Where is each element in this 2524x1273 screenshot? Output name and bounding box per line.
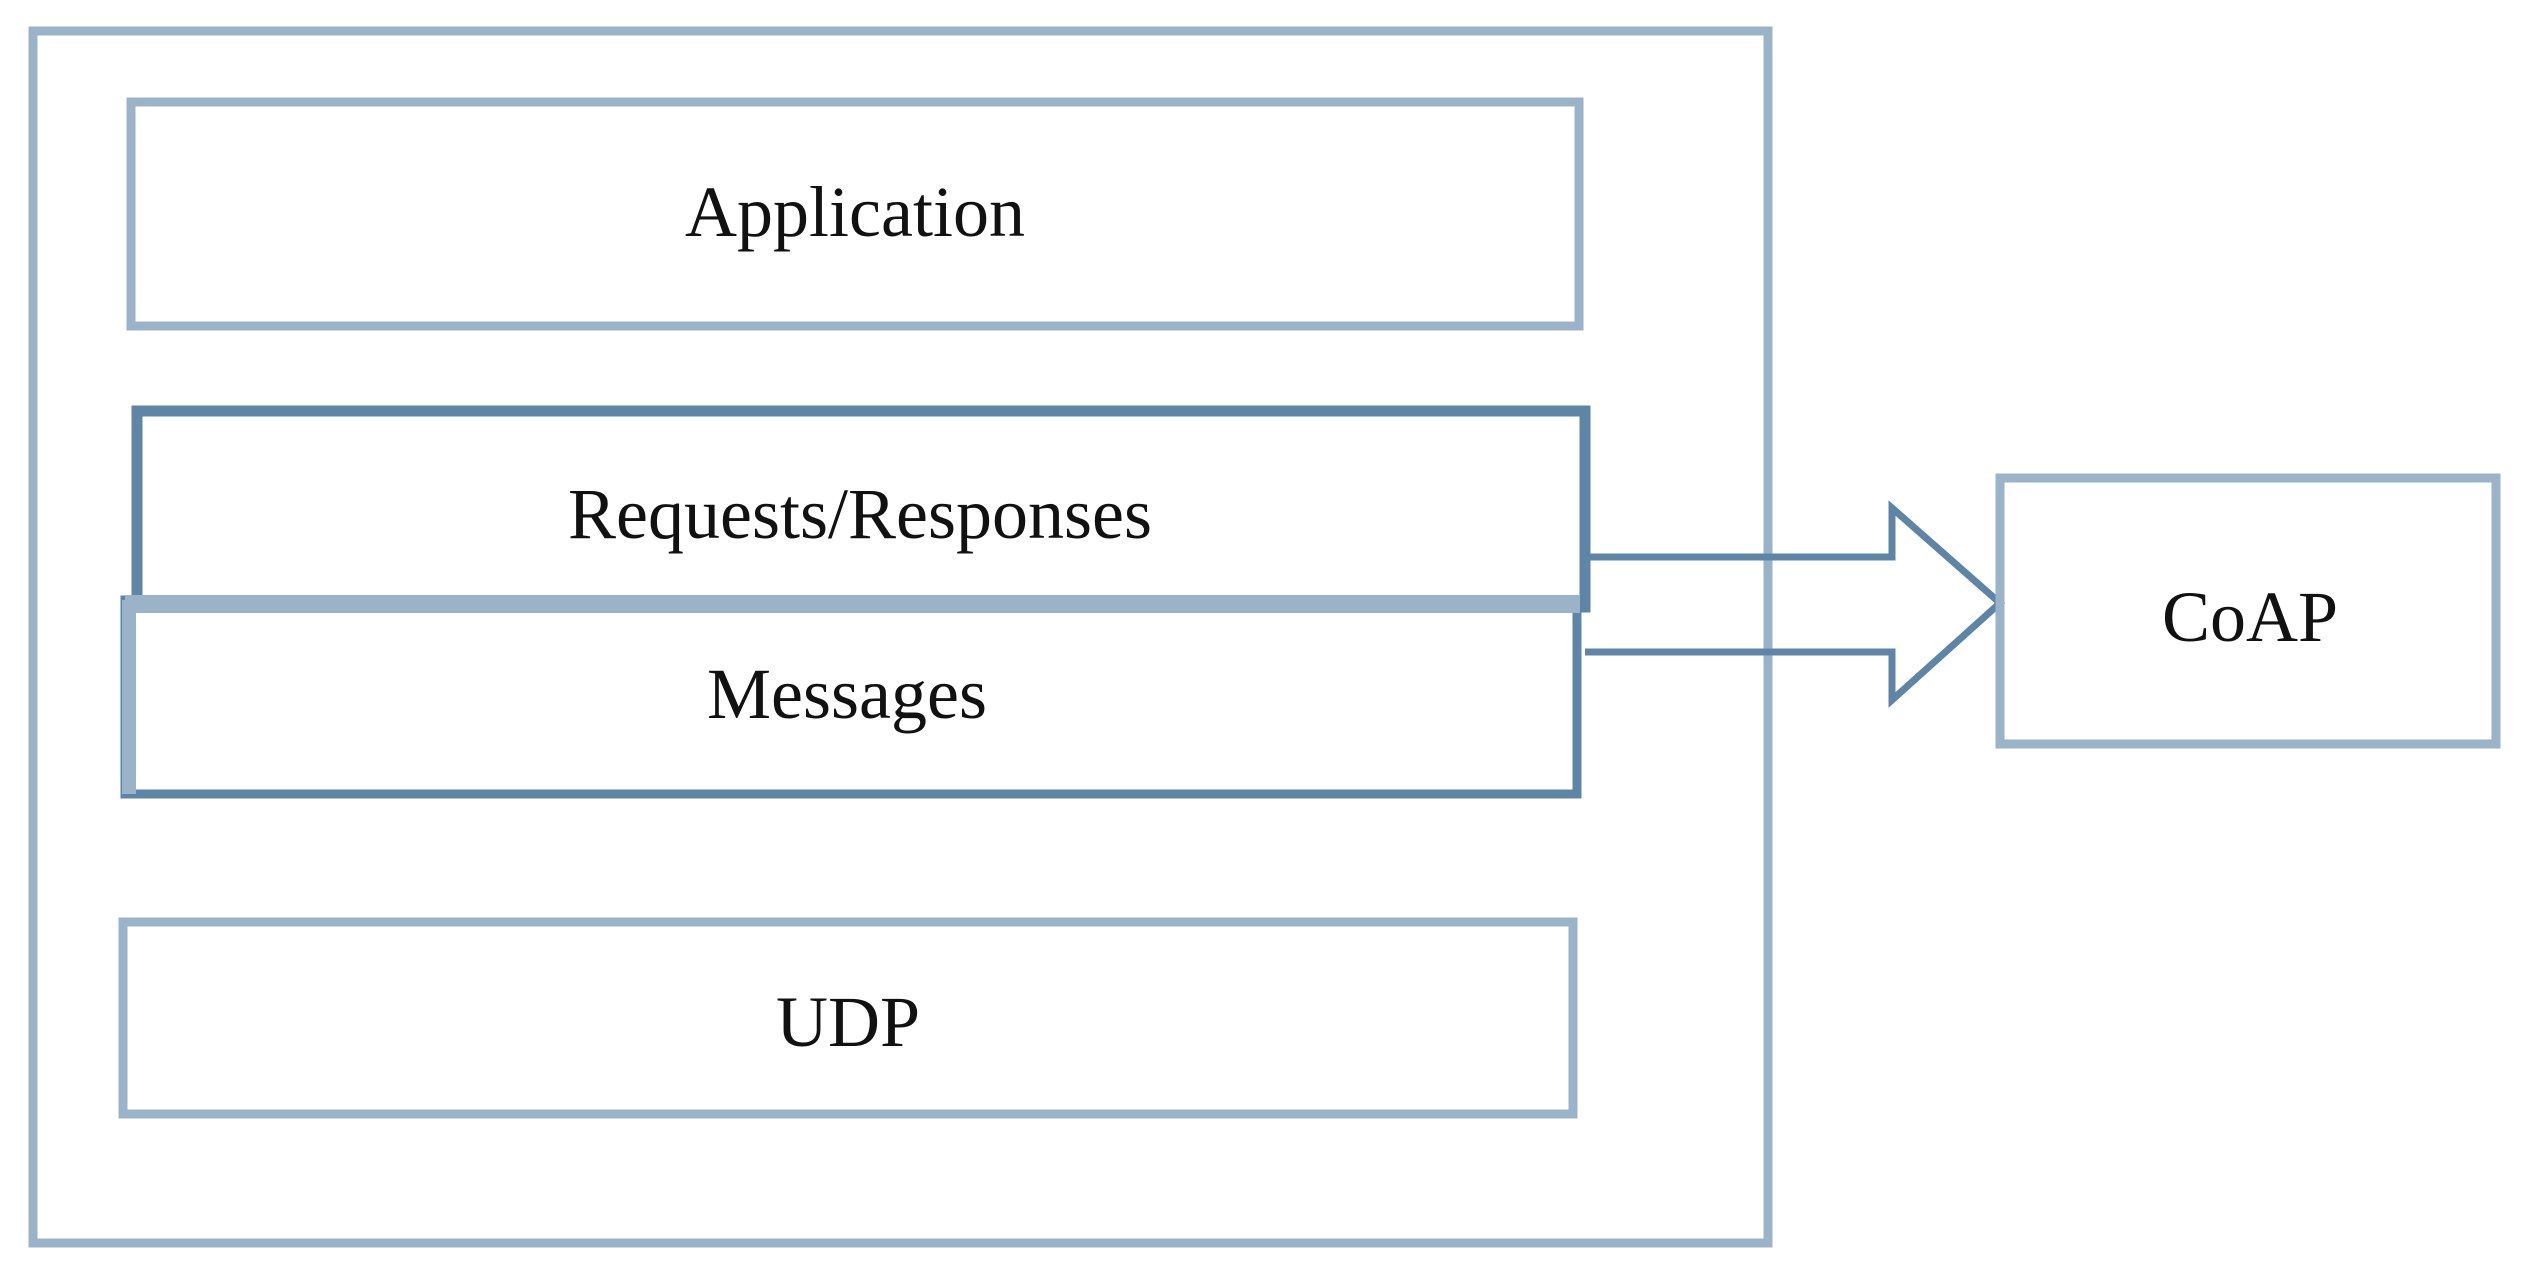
coap-label: CoAP [2162,577,2338,657]
udp-layer: UDP [118,917,1578,1119]
application-layer-box [126,97,1584,331]
coap-box-frame [1995,473,2501,749]
protocol-stack-container [28,26,1773,1248]
messages-layer-label: Messages [707,654,987,734]
udp-layer-label: UDP [776,982,920,1062]
block-arrow [1585,500,2006,708]
udp-layer-box [118,917,1578,1119]
coap-sublayers: Requests/Responses Messages [120,405,1591,799]
application-layer-label: Application [685,172,1025,252]
coap-box: CoAP [1995,473,2501,749]
requests-responses-layer-label: Requests/Responses [568,474,1152,554]
application-layer: Application [126,97,1584,331]
